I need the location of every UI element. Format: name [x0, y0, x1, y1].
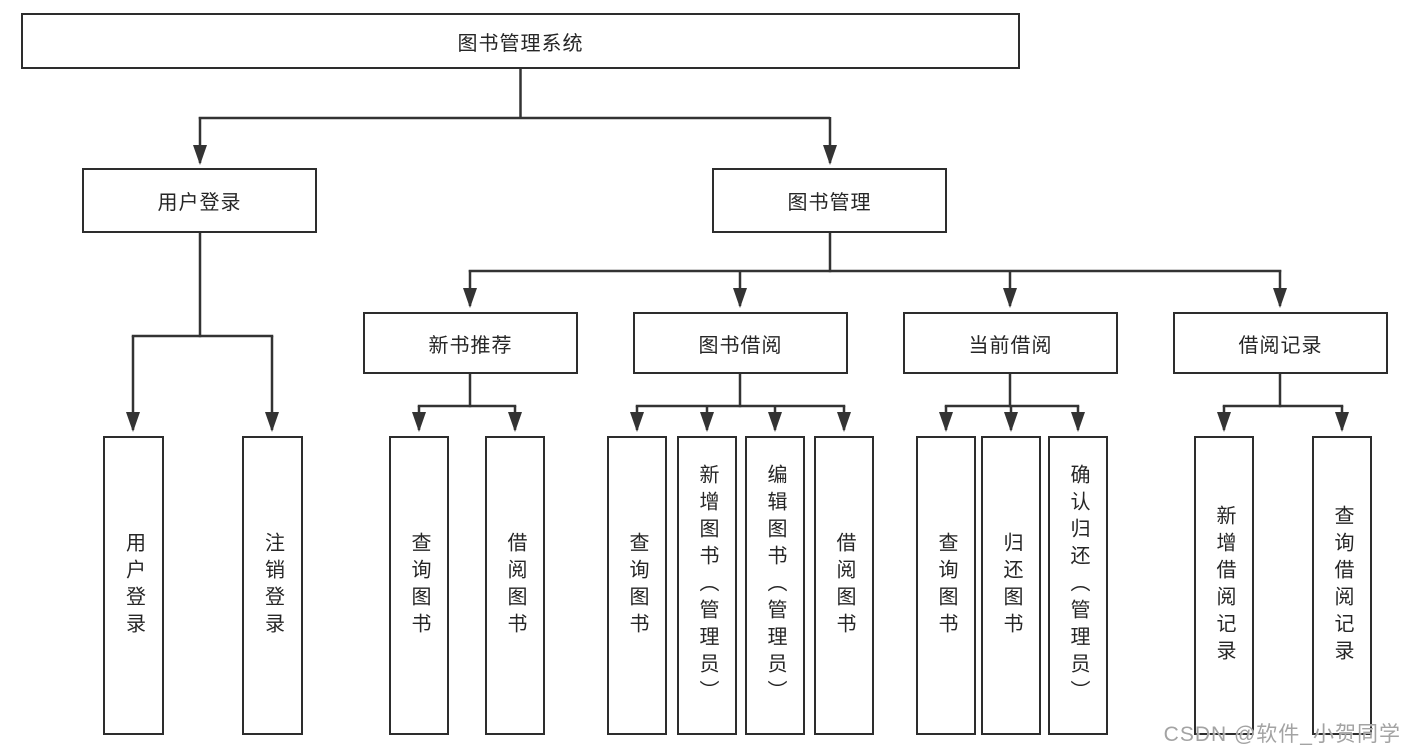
- node-label: 借阅图书: [833, 531, 855, 640]
- csdn-watermark: CSDN @软件_小贺同学: [1163, 723, 1401, 746]
- node-book-management-system: 图书管理系统: [21, 13, 1020, 69]
- node-label: 用户登录: [122, 531, 145, 640]
- node-label: 新增借阅记录: [1213, 504, 1235, 667]
- node-borrow-records: 借阅记录: [1173, 312, 1388, 374]
- node-label: 借阅图书: [504, 531, 526, 640]
- node-label: 当前借阅: [968, 334, 1053, 357]
- node-label: 新书推荐: [428, 334, 513, 357]
- node-label: 查询图书: [626, 531, 648, 640]
- node-label: 查询图书: [408, 531, 430, 640]
- node-book-management: 图书管理: [712, 168, 947, 233]
- leaf-user-login: 用户登录: [103, 436, 164, 735]
- node-label: 编辑图书（管理员）: [764, 464, 786, 707]
- node-label: 新增图书（管理员）: [696, 464, 718, 707]
- node-label: 借阅记录: [1238, 334, 1323, 357]
- leaf-borrow-borrow-books: 借阅图书: [814, 436, 874, 735]
- leaf-recommend-query-books: 查询图书: [389, 436, 449, 735]
- node-label: 用户登录: [157, 192, 242, 214]
- leaf-current-return-books: 归还图书: [981, 436, 1041, 735]
- node-current-borrow: 当前借阅: [903, 312, 1118, 374]
- node-label: 图书管理: [787, 192, 872, 214]
- node-label: 图书借阅: [698, 334, 783, 357]
- node-label: 确认归还（管理员）: [1067, 464, 1089, 707]
- leaf-logout-login: 注销登录: [242, 436, 303, 735]
- leaf-borrow-edit-books-admin: 编辑图书（管理员）: [745, 436, 805, 735]
- node-new-book-recommend: 新书推荐: [363, 312, 578, 374]
- node-label: 查询借阅记录: [1331, 504, 1353, 667]
- leaf-current-query-books: 查询图书: [916, 436, 976, 735]
- leaf-borrow-add-books-admin: 新增图书（管理员）: [677, 436, 737, 735]
- node-user-login-group: 用户登录: [82, 168, 317, 233]
- node-book-borrow: 图书借阅: [633, 312, 848, 374]
- node-label: 图书管理系统: [457, 32, 584, 55]
- leaf-records-add-borrow-record: 新增借阅记录: [1194, 436, 1254, 735]
- leaf-recommend-borrow-books: 借阅图书: [485, 436, 545, 735]
- node-label: 归还图书: [1000, 531, 1022, 640]
- node-label: 查询图书: [935, 531, 957, 640]
- leaf-current-confirm-return-admin: 确认归还（管理员）: [1048, 436, 1108, 735]
- leaf-borrow-query-books: 查询图书: [607, 436, 667, 735]
- leaf-records-query-borrow-record: 查询借阅记录: [1312, 436, 1372, 735]
- node-label: 注销登录: [261, 531, 284, 640]
